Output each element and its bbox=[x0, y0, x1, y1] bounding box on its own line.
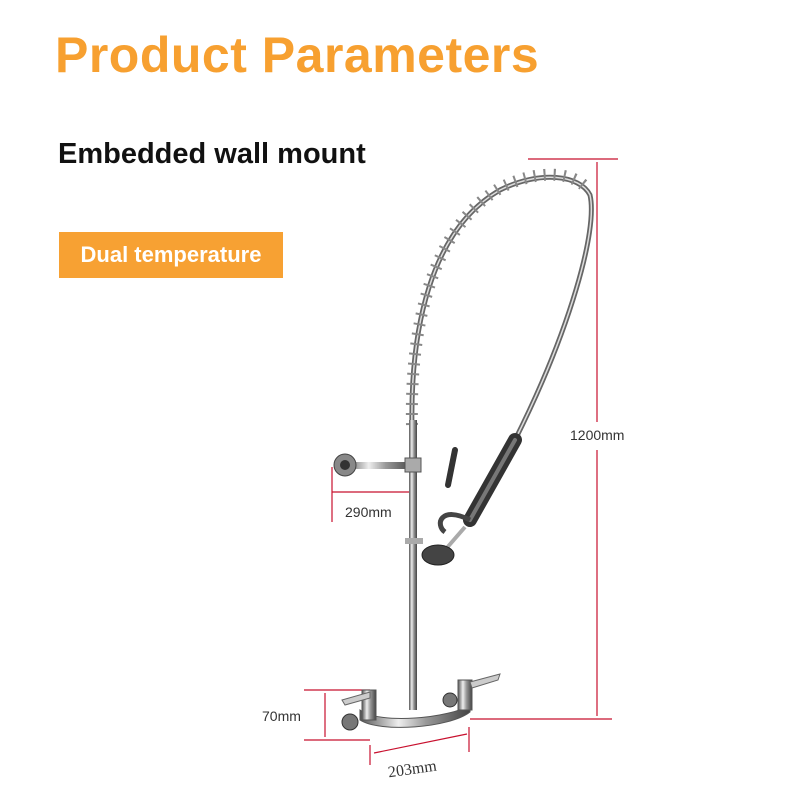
dimension-lines bbox=[304, 158, 618, 765]
page-title: Product Parameters bbox=[55, 27, 540, 83]
mixer-base bbox=[341, 673, 501, 731]
height-dimension-label: 1200mm bbox=[568, 427, 627, 443]
vertical-riser bbox=[409, 420, 417, 710]
mount-type-heading: Embedded wall mount bbox=[58, 138, 366, 170]
handle-height-dimension-label: 70mm bbox=[262, 708, 301, 724]
spring-hose bbox=[405, 168, 594, 442]
feature-badge: Dual temperature bbox=[59, 232, 283, 278]
arm-length-dimension-label: 290mm bbox=[345, 504, 392, 520]
spray-valve bbox=[405, 433, 522, 566]
